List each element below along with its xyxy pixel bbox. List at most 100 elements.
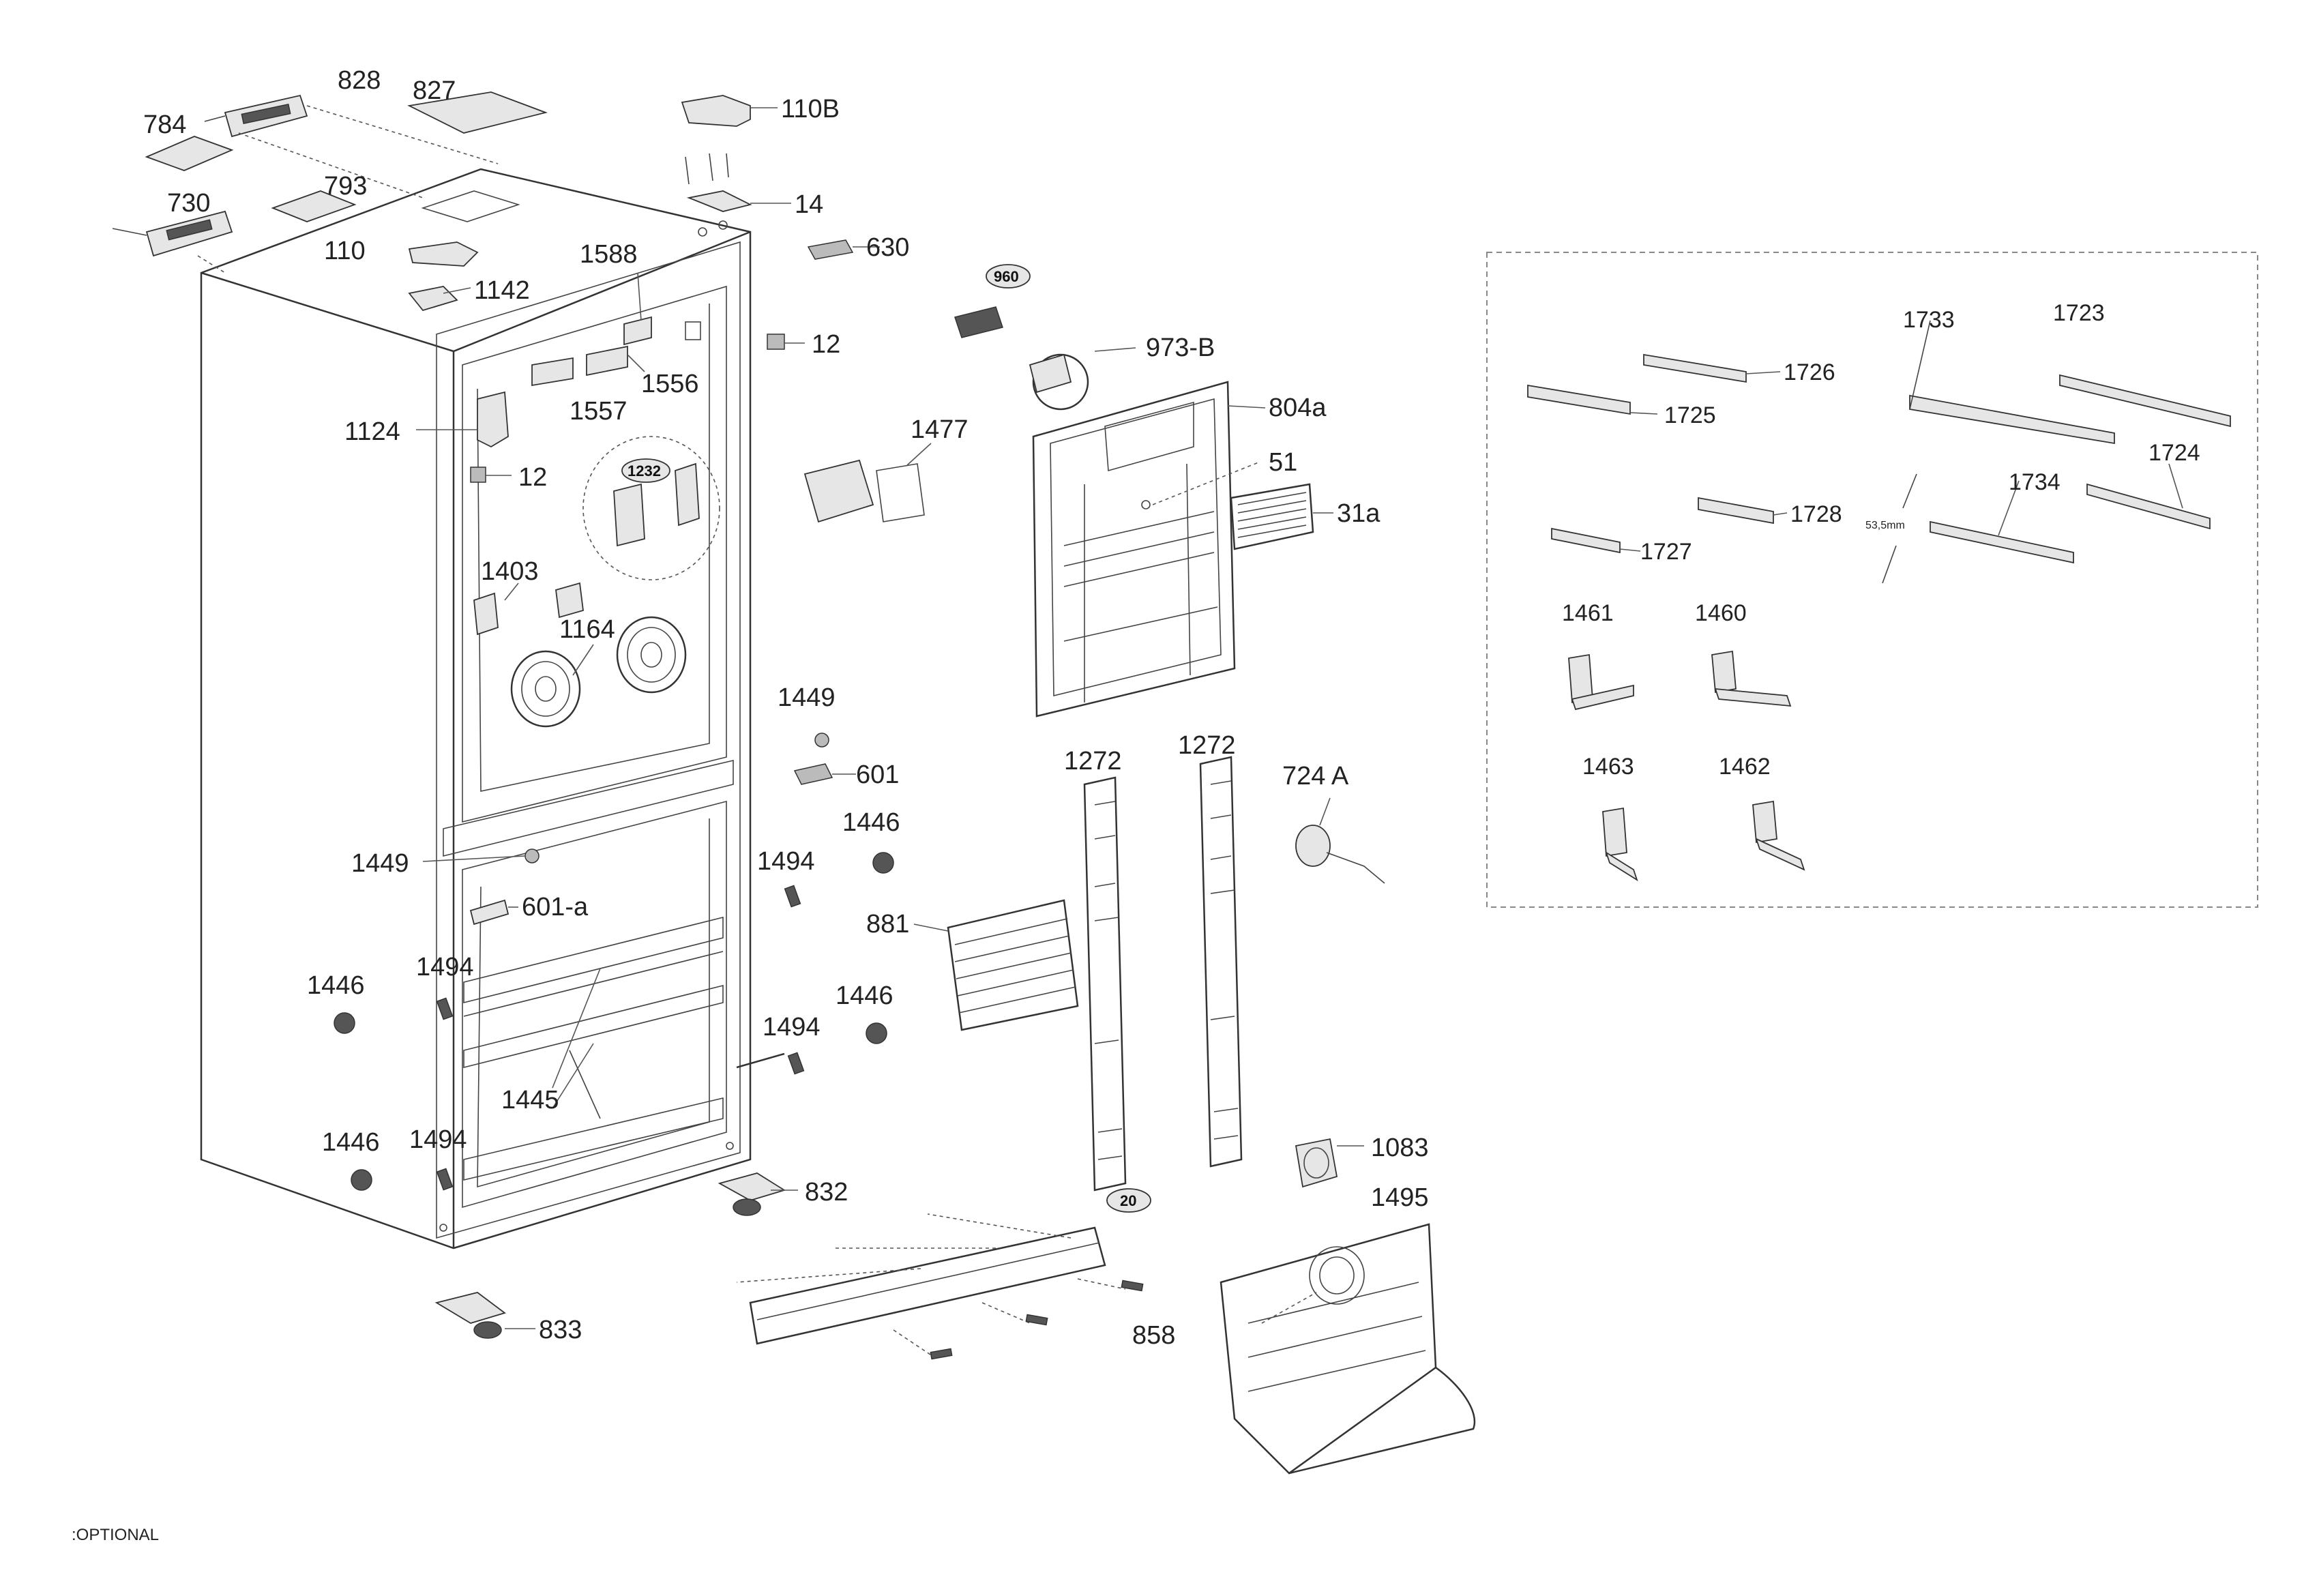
label-1446-c: 1446 — [836, 981, 893, 1010]
oval-1232 — [621, 458, 670, 483]
part-bottom-bar — [736, 1213, 1144, 1360]
part-793-shape — [271, 190, 357, 222]
label-1463: 1463 — [1582, 754, 1634, 780]
part-784-shape — [145, 136, 234, 171]
label-1449-a: 1449 — [778, 683, 836, 712]
label-1725: 1725 — [1664, 402, 1716, 428]
label-1495: 1495 — [1371, 1183, 1429, 1212]
label-827: 827 — [413, 76, 456, 105]
label-1164: 1164 — [559, 615, 615, 644]
label-1446-d: 1446 — [322, 1128, 380, 1157]
label-1446-b: 1446 — [307, 971, 365, 1000]
label-1494-c: 1494 — [763, 1013, 821, 1041]
springs-and-feet — [334, 733, 894, 1339]
label-1445: 1445 — [501, 1086, 559, 1114]
part-827-shape — [407, 91, 548, 134]
part-630-shape — [807, 239, 854, 260]
part-1460-shape — [1711, 650, 1737, 694]
part-1403-shape — [473, 592, 499, 636]
label-1403: 1403 — [481, 557, 539, 586]
label-1733: 1733 — [1903, 307, 1955, 333]
label-1124: 1124 — [344, 417, 400, 446]
label-1462: 1462 — [1719, 754, 1771, 780]
label-1461: 1461 — [1562, 600, 1614, 626]
label-1272-a: 1272 — [1064, 747, 1122, 775]
part-110b-shape — [681, 95, 751, 127]
optional-note: :OPTIONAL — [72, 1526, 159, 1544]
label-960: 960 — [994, 268, 1019, 285]
label-630: 630 — [866, 233, 909, 262]
part-804a-panel — [1032, 381, 1266, 718]
part-1124-shape — [477, 391, 509, 448]
label-1557: 1557 — [570, 397, 627, 426]
label-51: 51 — [1269, 448, 1297, 477]
label-12-mid: 12 — [518, 463, 547, 492]
label-1477: 1477 — [911, 415, 969, 444]
part-960-shape — [954, 306, 1003, 338]
part-14-shape — [686, 190, 752, 212]
label-793: 793 — [324, 172, 367, 201]
label-1083: 1083 — [1371, 1134, 1429, 1162]
part-1462-shape — [1752, 800, 1777, 844]
part-1272-rail-right — [1199, 756, 1243, 1168]
label-1734: 1734 — [2009, 469, 2060, 495]
top-parts — [112, 91, 880, 926]
part-31a-grille — [1230, 483, 1333, 550]
label-110: 110 — [324, 237, 366, 265]
label-20: 20 — [1120, 1192, 1136, 1209]
part-973b-shape — [1032, 353, 1089, 411]
label-1272-b: 1272 — [1178, 731, 1236, 760]
oval-20 — [1106, 1188, 1151, 1213]
label-601: 601 — [856, 760, 899, 789]
label-1232: 1232 — [627, 462, 661, 479]
part-110-shape — [408, 241, 479, 267]
label-12-top: 12 — [812, 330, 840, 359]
label-1723: 1723 — [2053, 300, 2105, 326]
part-881-evaporator — [913, 899, 1079, 1031]
refrigerator-cabinet — [200, 168, 785, 1250]
part-1164-fans — [510, 616, 687, 728]
part-labels: 828 827 110B 784 793 730 14 110 1142 158… — [72, 66, 2200, 1544]
label-881: 881 — [866, 910, 909, 939]
label-110b: 110B — [781, 95, 840, 123]
part-833-shape — [434, 1292, 506, 1324]
label-14: 14 — [795, 190, 823, 219]
oval-960 — [986, 264, 1031, 289]
label-1728: 1728 — [1790, 501, 1842, 527]
label-832: 832 — [805, 1178, 848, 1207]
label-1446-a: 1446 — [842, 808, 900, 837]
label-1724: 1724 — [2148, 440, 2200, 466]
label-1588: 1588 — [580, 240, 638, 269]
label-1494-a: 1494 — [757, 847, 815, 876]
part-1477-damper — [803, 443, 932, 523]
label-601a: 601-a — [522, 893, 589, 921]
center-parts — [736, 264, 1476, 1475]
label-1449-b: 1449 — [351, 849, 409, 878]
label-724a: 724 A — [1282, 762, 1349, 790]
label-784: 784 — [143, 110, 186, 139]
label-833: 833 — [539, 1316, 582, 1344]
label-1494-b: 1494 — [416, 953, 474, 981]
part-1463-shape — [1602, 807, 1627, 857]
label-1727: 1727 — [1640, 539, 1692, 565]
label-31a: 31a — [1337, 499, 1380, 528]
label-1460: 1460 — [1695, 600, 1747, 626]
label-973b: 973-B — [1146, 334, 1215, 362]
label-dimension-53-5mm: 53,5mm — [1865, 520, 1905, 531]
label-1142: 1142 — [474, 276, 530, 305]
optional-box — [1486, 252, 2258, 908]
label-730: 730 — [167, 189, 210, 218]
part-832-shape — [718, 1172, 786, 1201]
label-1556: 1556 — [641, 370, 699, 398]
detail-circle-1232 — [582, 436, 720, 580]
part-1083-fan — [1295, 1138, 1364, 1188]
label-804a: 804a — [1269, 394, 1327, 422]
label-1494-d: 1494 — [409, 1125, 467, 1154]
label-828: 828 — [338, 66, 381, 95]
part-1495-cover — [1220, 1223, 1476, 1475]
part-724a-shape — [1295, 797, 1385, 884]
label-858: 858 — [1132, 1321, 1175, 1350]
label-1726: 1726 — [1784, 359, 1835, 385]
part-601a-shape — [469, 899, 509, 926]
